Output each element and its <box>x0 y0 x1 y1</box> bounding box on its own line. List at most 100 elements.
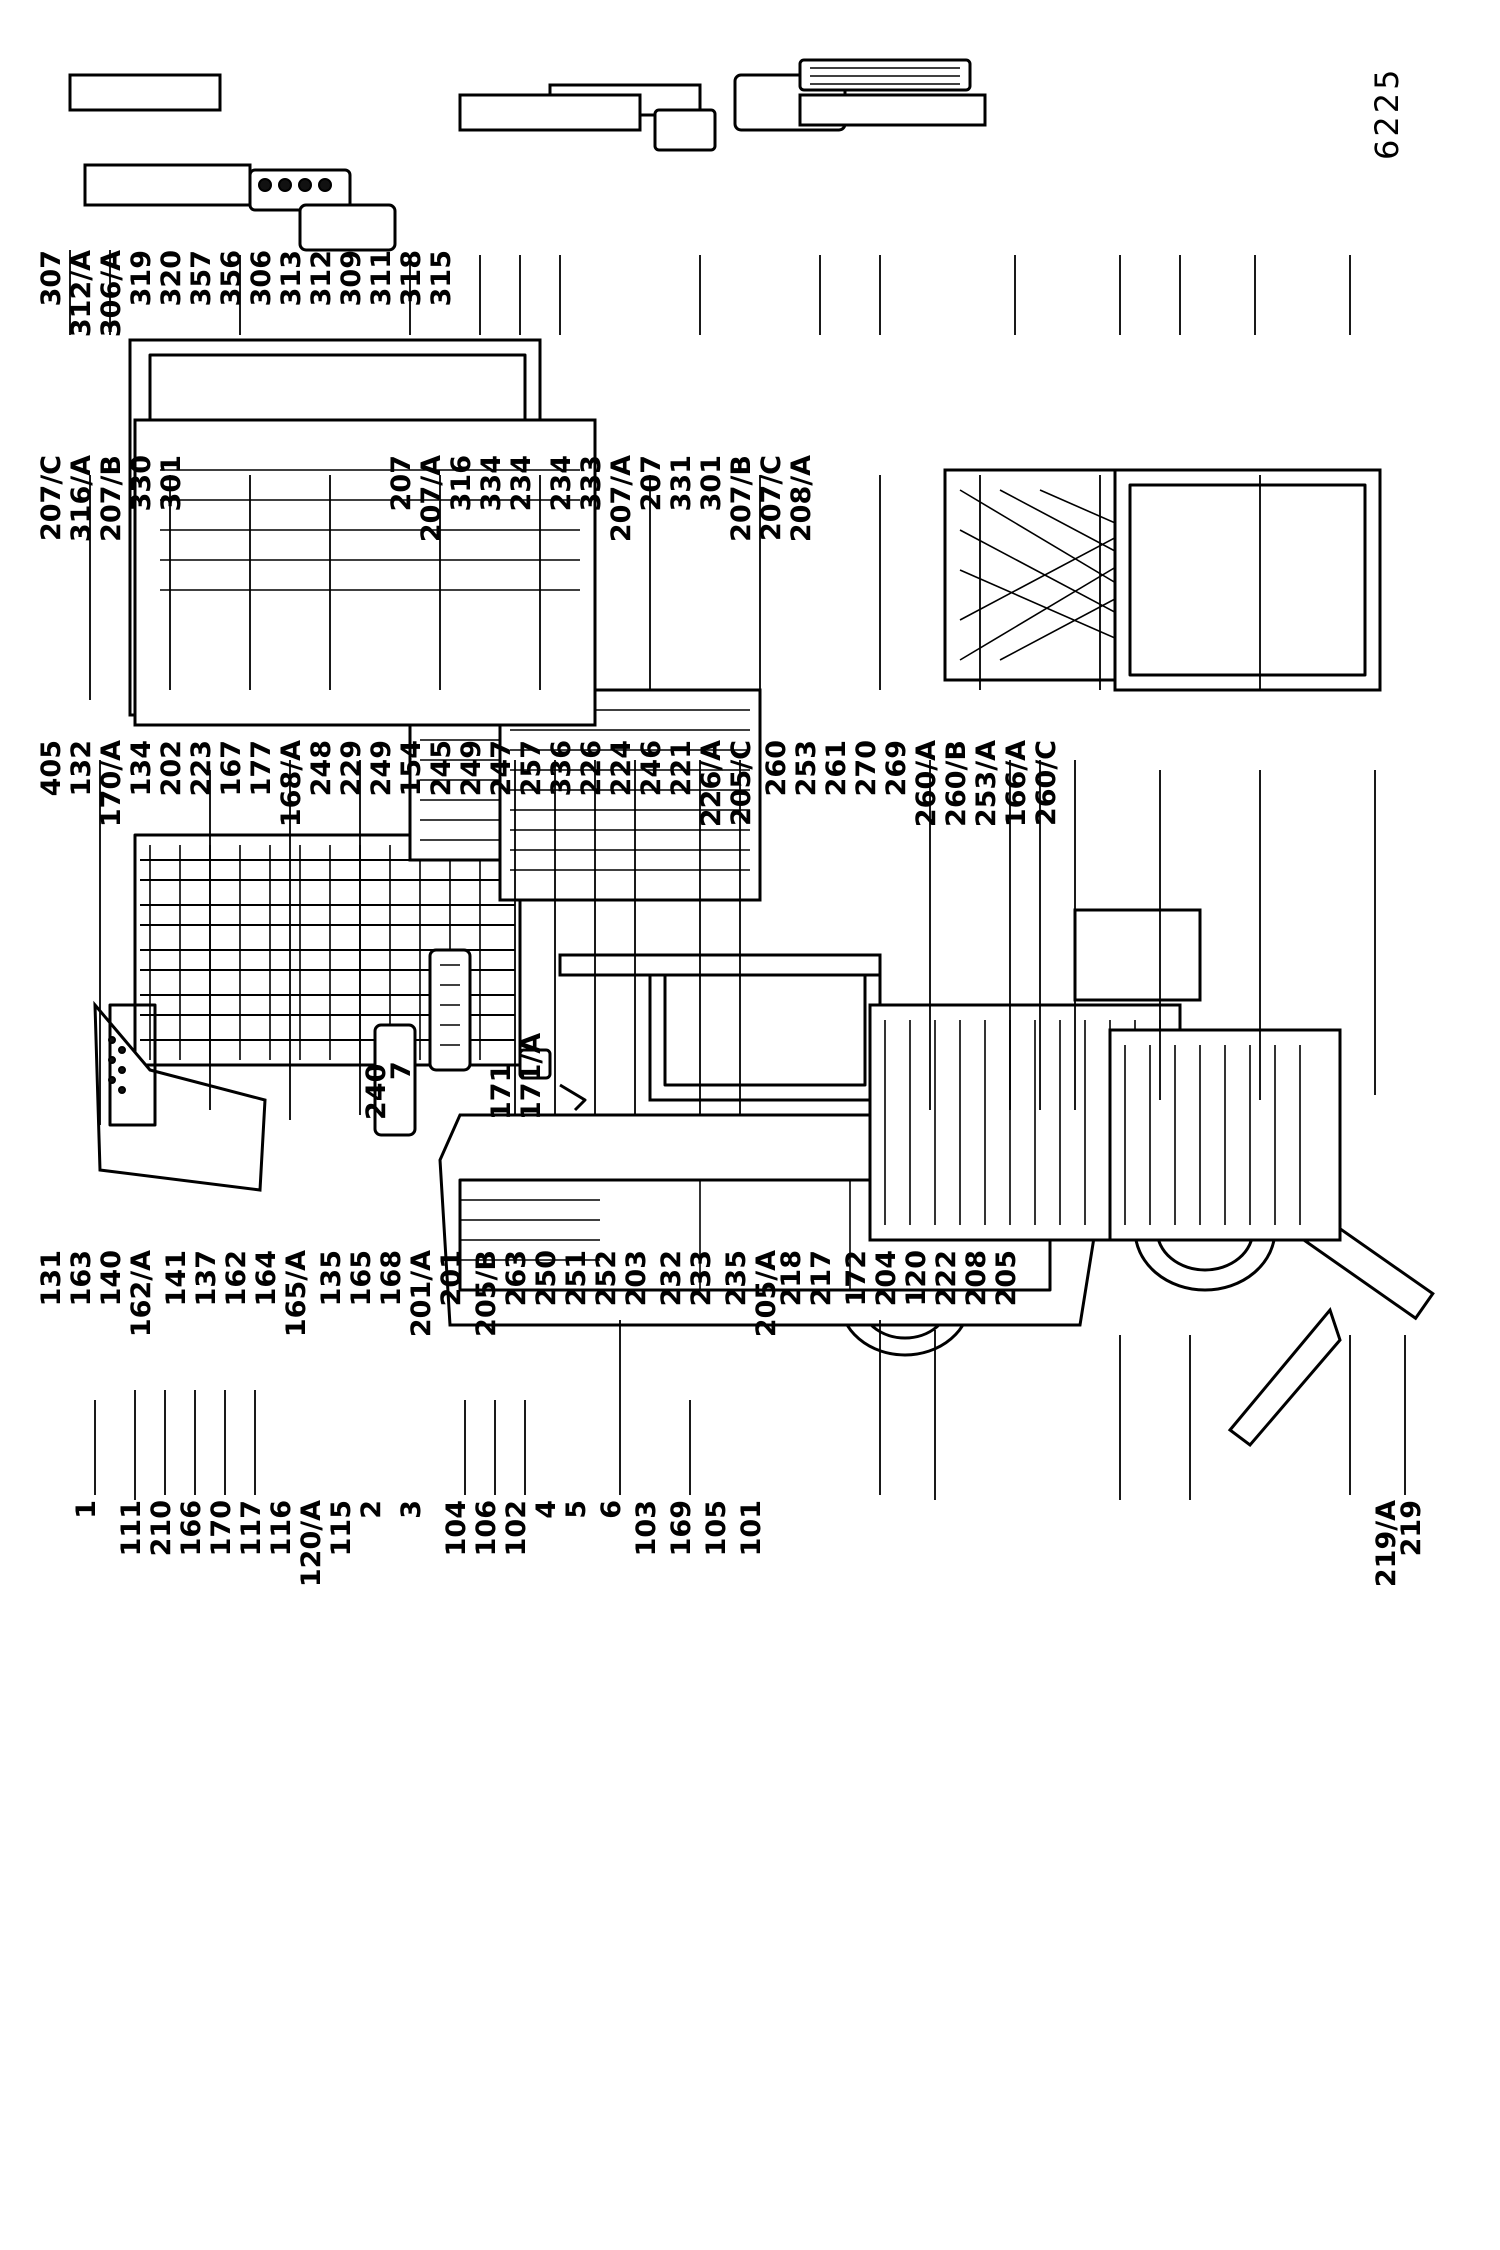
part-label: 163 <box>66 1250 97 1306</box>
part-label: 301 <box>156 455 187 511</box>
part-label: 2 <box>356 1500 387 1519</box>
part-label: 260 <box>761 740 792 796</box>
part-label: 170 <box>206 1500 237 1556</box>
part-label: 207/B <box>96 455 127 542</box>
part-label: 248 <box>306 740 337 796</box>
part-label: 333 <box>576 455 607 511</box>
part-label: 307 <box>36 250 67 306</box>
part-label: 111 <box>116 1500 147 1556</box>
part-label: 232 <box>656 1250 687 1306</box>
part-label: 233 <box>686 1250 717 1306</box>
egg-tray <box>373 1023 417 1137</box>
part-label: 208/A <box>786 455 817 542</box>
back-cover-plate <box>93 1000 267 1192</box>
part-label: 261 <box>821 740 852 796</box>
part-label: 331 <box>666 455 697 511</box>
part-label: 132 <box>66 740 97 796</box>
part-label: 249 <box>456 740 487 796</box>
part-label: 204 <box>871 1250 902 1306</box>
part-label: 207 <box>636 455 667 511</box>
part-label: 135 <box>316 1250 347 1306</box>
part-label: 247 <box>486 740 517 796</box>
part-label: 202 <box>156 740 187 796</box>
part-label: 171/A <box>516 1033 547 1120</box>
part-label: 330 <box>126 455 157 511</box>
part-label: 260/C <box>1031 740 1062 826</box>
part-label: 405 <box>36 740 67 796</box>
part-label: 253 <box>791 740 822 796</box>
part-label: 251 <box>561 1250 592 1306</box>
part-label: 140 <box>96 1250 127 1306</box>
part-label: 207/A <box>606 455 637 542</box>
part-label: 312/A <box>66 250 97 337</box>
part-label: 301 <box>696 455 727 511</box>
part-label: 260/B <box>941 740 972 827</box>
part-label: 103 <box>631 1500 662 1556</box>
part-label: 1 <box>71 1500 102 1519</box>
part-label: 240 <box>361 1064 392 1120</box>
part-label: 168 <box>376 1250 407 1306</box>
part-label: 201 <box>436 1250 467 1306</box>
part-label: 165/A <box>281 1250 312 1337</box>
part-label: 4 <box>531 1500 562 1519</box>
part-label: 205/A <box>751 1250 782 1337</box>
part-label: 170/A <box>96 740 127 827</box>
part-label: 134 <box>126 740 157 796</box>
part-label: 250 <box>531 1250 562 1306</box>
part-label: 5 <box>561 1500 592 1519</box>
part-label: 169 <box>666 1500 697 1556</box>
part-label: 177 <box>246 740 277 796</box>
part-label: 306/A <box>96 250 127 337</box>
part-label: 6 <box>596 1500 627 1519</box>
part-label: 137 <box>191 1250 222 1306</box>
freezer-gasket-301 <box>1113 468 1382 692</box>
part-label: 316 <box>446 455 477 511</box>
part-label: 269 <box>881 740 912 796</box>
part-label: 208 <box>961 1250 992 1306</box>
part-label: 120 <box>901 1250 932 1306</box>
crisper-drawer <box>648 958 882 1102</box>
part-label: 205 <box>991 1250 1022 1306</box>
part-label: 166 <box>176 1500 207 1556</box>
part-label: 257 <box>516 740 547 796</box>
part-label: 172 <box>841 1250 872 1306</box>
door-shelf-318 <box>798 58 972 92</box>
part-label: 226/A <box>696 740 727 827</box>
freezer-basket-260 <box>1108 1028 1342 1242</box>
part-label: 318 <box>396 250 427 306</box>
part-label: 205/B <box>471 1250 502 1337</box>
part-label: 162 <box>221 1250 252 1306</box>
part-label: 131 <box>36 1250 67 1306</box>
part-label: 249 <box>366 740 397 796</box>
part-label: 141 <box>161 1250 192 1306</box>
part-label: 171 <box>486 1064 517 1120</box>
part-label: 263 <box>501 1250 532 1306</box>
part-label: 334 <box>476 455 507 511</box>
part-label: 260/A <box>911 740 942 827</box>
door-shelf-306A <box>83 163 252 207</box>
part-label: 120/A <box>296 1500 327 1587</box>
part-label: 106 <box>471 1500 502 1556</box>
part-label: 234 <box>546 455 577 511</box>
part-label: 116 <box>266 1500 297 1556</box>
part-label: 320 <box>156 250 187 306</box>
part-label: 3 <box>396 1500 427 1519</box>
part-label: 218 <box>776 1250 807 1306</box>
part-label: 105 <box>701 1500 732 1556</box>
door-shelf-307 <box>68 73 222 112</box>
document-id: 6225 <box>1368 67 1406 160</box>
part-label: 210 <box>146 1500 177 1556</box>
part-label: 7 <box>386 1061 417 1080</box>
part-label: 357 <box>186 250 217 306</box>
part-label: 316/A <box>66 455 97 542</box>
part-label: 309 <box>336 250 367 306</box>
part-label: 101 <box>736 1500 767 1556</box>
part-label: 245 <box>426 740 457 796</box>
part-label: 226 <box>576 740 607 796</box>
part-label: 164 <box>251 1250 282 1306</box>
part-label: 217 <box>806 1250 837 1306</box>
part-label: 315 <box>426 250 457 306</box>
